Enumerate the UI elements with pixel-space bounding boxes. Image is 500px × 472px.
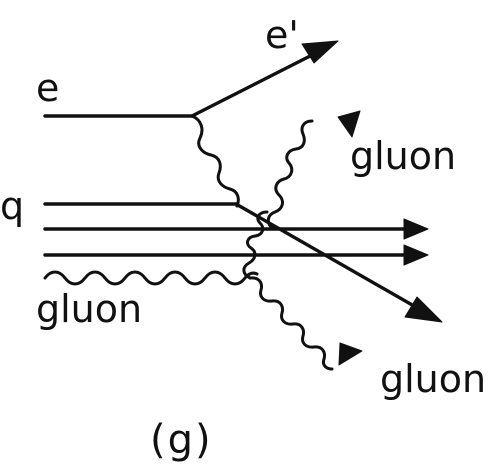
- outgoing-electron-arrowhead: [301, 40, 339, 64]
- quark-label: q: [0, 184, 24, 228]
- scattered-quark-line: [234, 202, 423, 312]
- incoming-gluon-wavy-line: [43, 270, 259, 286]
- outgoing-electron-line: [190, 50, 320, 118]
- outgoing-gluon-label: gluon: [380, 357, 486, 401]
- upper-gluon-label: gluon: [350, 134, 456, 178]
- incoming-gluon-label: gluon: [36, 287, 142, 331]
- spectator-quark-arrowhead-2: [403, 244, 429, 266]
- lower-gluon-wavy-line: [248, 276, 334, 371]
- photon-exchange-wavy-line: [190, 114, 240, 208]
- lower-gluon-arrowhead: [338, 342, 363, 366]
- outgoing-electron-label: e': [265, 13, 299, 57]
- incoming-electron-label: e: [36, 66, 59, 110]
- upper-gluon-arrowhead: [337, 110, 361, 138]
- spectator-quark-arrowhead-1: [403, 218, 429, 240]
- scattered-quark-arrowhead: [404, 296, 443, 323]
- diagram-caption: (g): [150, 417, 213, 463]
- upper-gluon-wavy-line: [266, 119, 314, 231]
- gluon-junction-wavy-line: [242, 210, 269, 280]
